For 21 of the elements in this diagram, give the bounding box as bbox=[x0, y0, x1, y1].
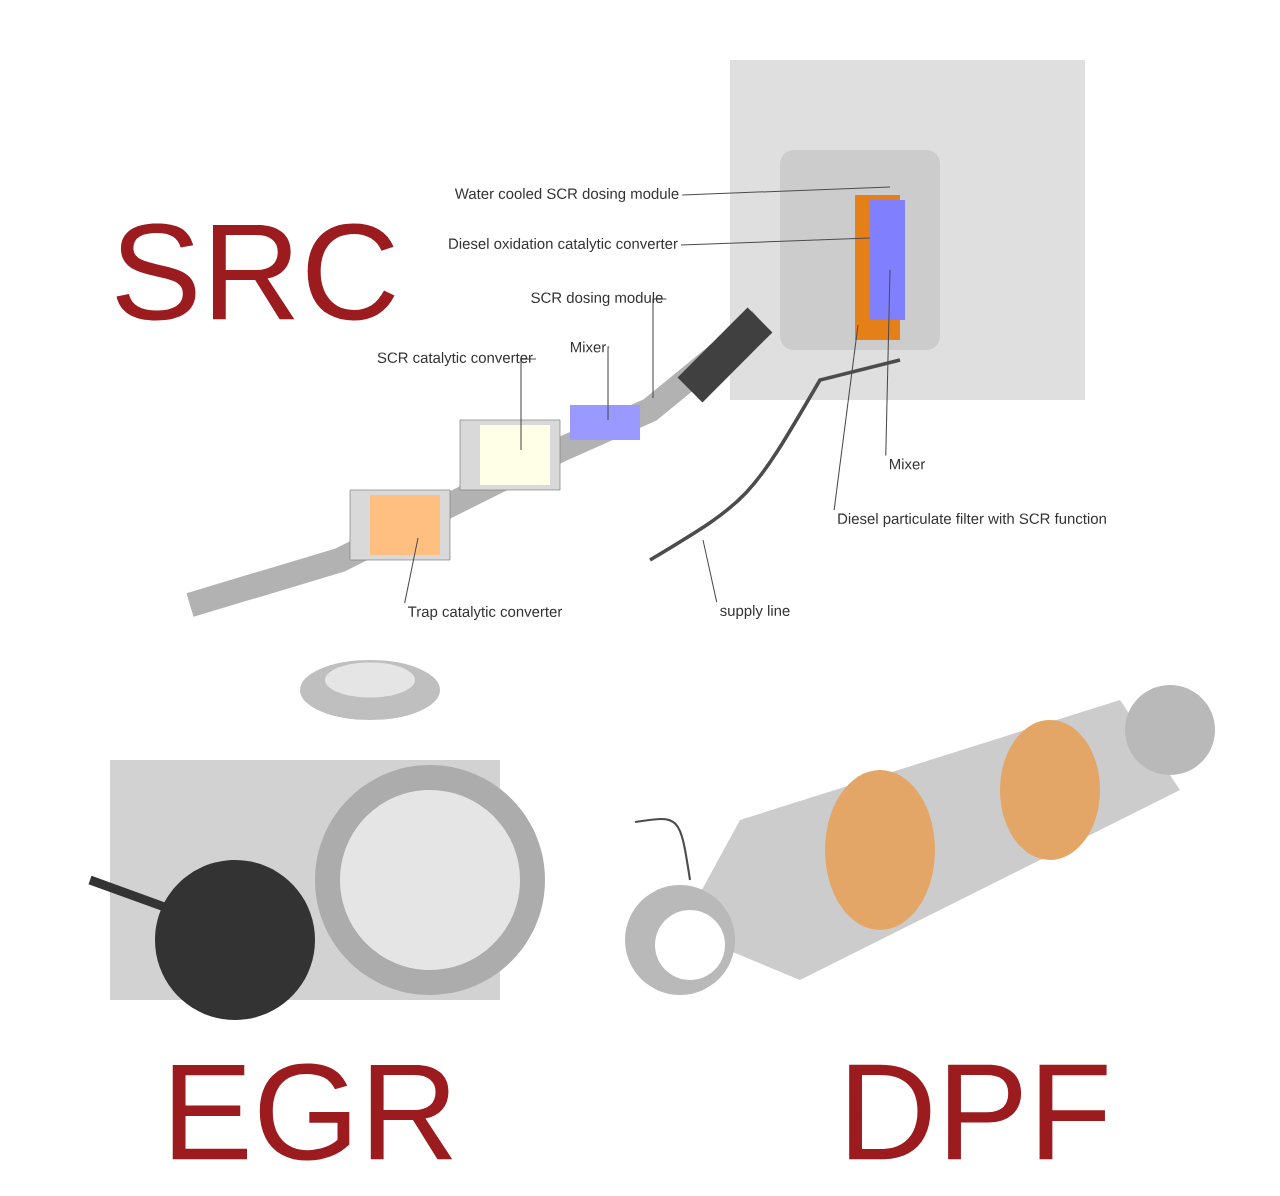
callout-label: Mixer bbox=[889, 458, 925, 470]
callout-label: Diesel particulate filter with SCR function bbox=[838, 513, 1106, 527]
callout-label: supply line bbox=[720, 605, 790, 619]
callout-label: SCR dosing module bbox=[531, 292, 663, 306]
callout-label: Water cooled SCR dosing module bbox=[454, 188, 679, 202]
callout-label: SCR catalytic converter bbox=[377, 352, 533, 366]
leader-line bbox=[681, 186, 891, 196]
leader-line bbox=[885, 269, 891, 457]
leader-line bbox=[652, 298, 667, 399]
section-heading: EGR bbox=[172, 1063, 453, 1161]
callout-label: Trap catalytic converter bbox=[408, 606, 563, 620]
leader-line bbox=[833, 324, 859, 511]
leader-line bbox=[680, 237, 871, 246]
leader-line bbox=[607, 346, 610, 421]
leader-line bbox=[520, 358, 537, 451]
leader-line bbox=[702, 539, 718, 603]
leader-line bbox=[404, 537, 419, 604]
section-heading: DPF bbox=[849, 1064, 1107, 1160]
callout-label: Diesel oxidation catalytic converter bbox=[449, 238, 678, 252]
callout-label: Mixer bbox=[570, 341, 606, 353]
section-heading: SRC bbox=[116, 223, 395, 321]
